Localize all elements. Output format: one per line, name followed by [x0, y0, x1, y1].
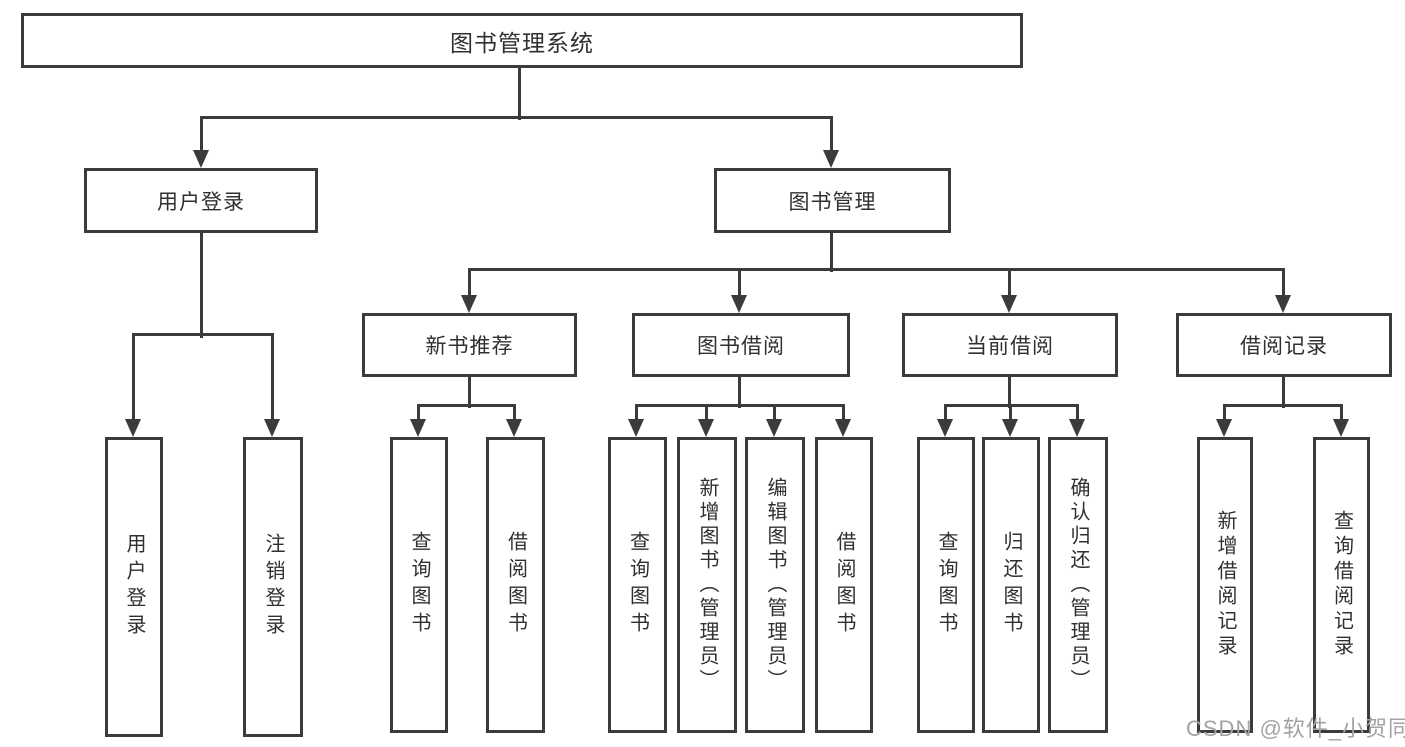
watermark-text: CSDN @软件_小贺同学	[1186, 716, 1405, 741]
connector-line	[1282, 375, 1285, 408]
connector-line	[1008, 268, 1011, 297]
connector-line	[200, 233, 203, 338]
leaf-borrowing-borrow-books: 借阅图书	[815, 437, 873, 733]
connector-line	[1008, 375, 1011, 408]
connector-line	[830, 233, 833, 272]
arrowhead-icon	[698, 419, 714, 437]
node-user-login: 用户登录	[84, 168, 318, 233]
node-borrowing-records: 借阅记录	[1176, 313, 1392, 377]
connector-line	[635, 404, 638, 421]
connector-line	[830, 116, 833, 152]
connector-line	[1223, 404, 1343, 407]
leaf-confirm-return-admin: 确认归还（管理员）	[1048, 437, 1108, 733]
connector-line	[468, 375, 471, 408]
arrowhead-icon	[823, 150, 839, 168]
leaf-add-borrow-record: 新增借阅记录	[1197, 437, 1253, 733]
connector-line	[200, 116, 203, 152]
arrowhead-icon	[193, 150, 209, 168]
leaf-logout: 注销登录	[243, 437, 303, 737]
arrowhead-icon	[937, 419, 953, 437]
connector-line	[417, 404, 420, 421]
connector-line	[518, 68, 521, 120]
leaf-query-borrow-record: 查询借阅记录	[1313, 437, 1370, 733]
connector-line	[132, 333, 135, 421]
arrowhead-icon	[1001, 295, 1017, 313]
connector-line	[468, 268, 1285, 271]
node-library-system: 图书管理系统	[21, 13, 1023, 68]
node-new-book-recommend: 新书推荐	[362, 313, 577, 377]
node-current-borrowing: 当前借阅	[902, 313, 1118, 377]
leaf-add-books-admin: 新增图书（管理员）	[677, 437, 737, 733]
arrowhead-icon	[835, 419, 851, 437]
arrowhead-icon	[125, 419, 141, 437]
connector-line	[1009, 404, 1012, 421]
connector-line	[944, 404, 947, 421]
leaf-user-login: 用户登录	[105, 437, 163, 737]
leaf-current-query-books: 查询图书	[917, 437, 975, 733]
connector-line	[842, 404, 845, 421]
connector-line	[1076, 404, 1079, 421]
connector-line	[773, 404, 776, 421]
connector-line	[271, 333, 274, 421]
node-book-management: 图书管理	[714, 168, 951, 233]
connector-line	[1340, 404, 1343, 421]
node-book-borrowing: 图书借阅	[632, 313, 850, 377]
connector-line	[705, 404, 708, 421]
connector-line	[1282, 268, 1285, 297]
arrowhead-icon	[1275, 295, 1291, 313]
leaf-edit-books-admin: 编辑图书（管理员）	[745, 437, 805, 733]
connector-line	[417, 404, 516, 407]
leaf-borrowing-query-books: 查询图书	[608, 437, 667, 733]
connector-line	[1223, 404, 1226, 421]
arrowhead-icon	[1216, 419, 1232, 437]
connector-line	[468, 268, 471, 297]
arrowhead-icon	[1069, 419, 1085, 437]
arrowhead-icon	[766, 419, 782, 437]
connector-line	[738, 375, 741, 408]
arrowhead-icon	[506, 419, 522, 437]
leaf-return-books: 归还图书	[982, 437, 1040, 733]
arrowhead-icon	[1002, 419, 1018, 437]
arrowhead-icon	[1333, 419, 1349, 437]
connector-line	[132, 333, 274, 336]
connector-line	[738, 268, 741, 297]
leaf-recommend-borrow-books: 借阅图书	[486, 437, 545, 733]
leaf-recommend-query-books: 查询图书	[390, 437, 448, 733]
arrowhead-icon	[410, 419, 426, 437]
arrowhead-icon	[628, 419, 644, 437]
arrowhead-icon	[264, 419, 280, 437]
arrowhead-icon	[461, 295, 477, 313]
connector-line	[513, 404, 516, 421]
connector-line	[635, 404, 845, 407]
arrowhead-icon	[731, 295, 747, 313]
connector-line	[200, 116, 833, 119]
